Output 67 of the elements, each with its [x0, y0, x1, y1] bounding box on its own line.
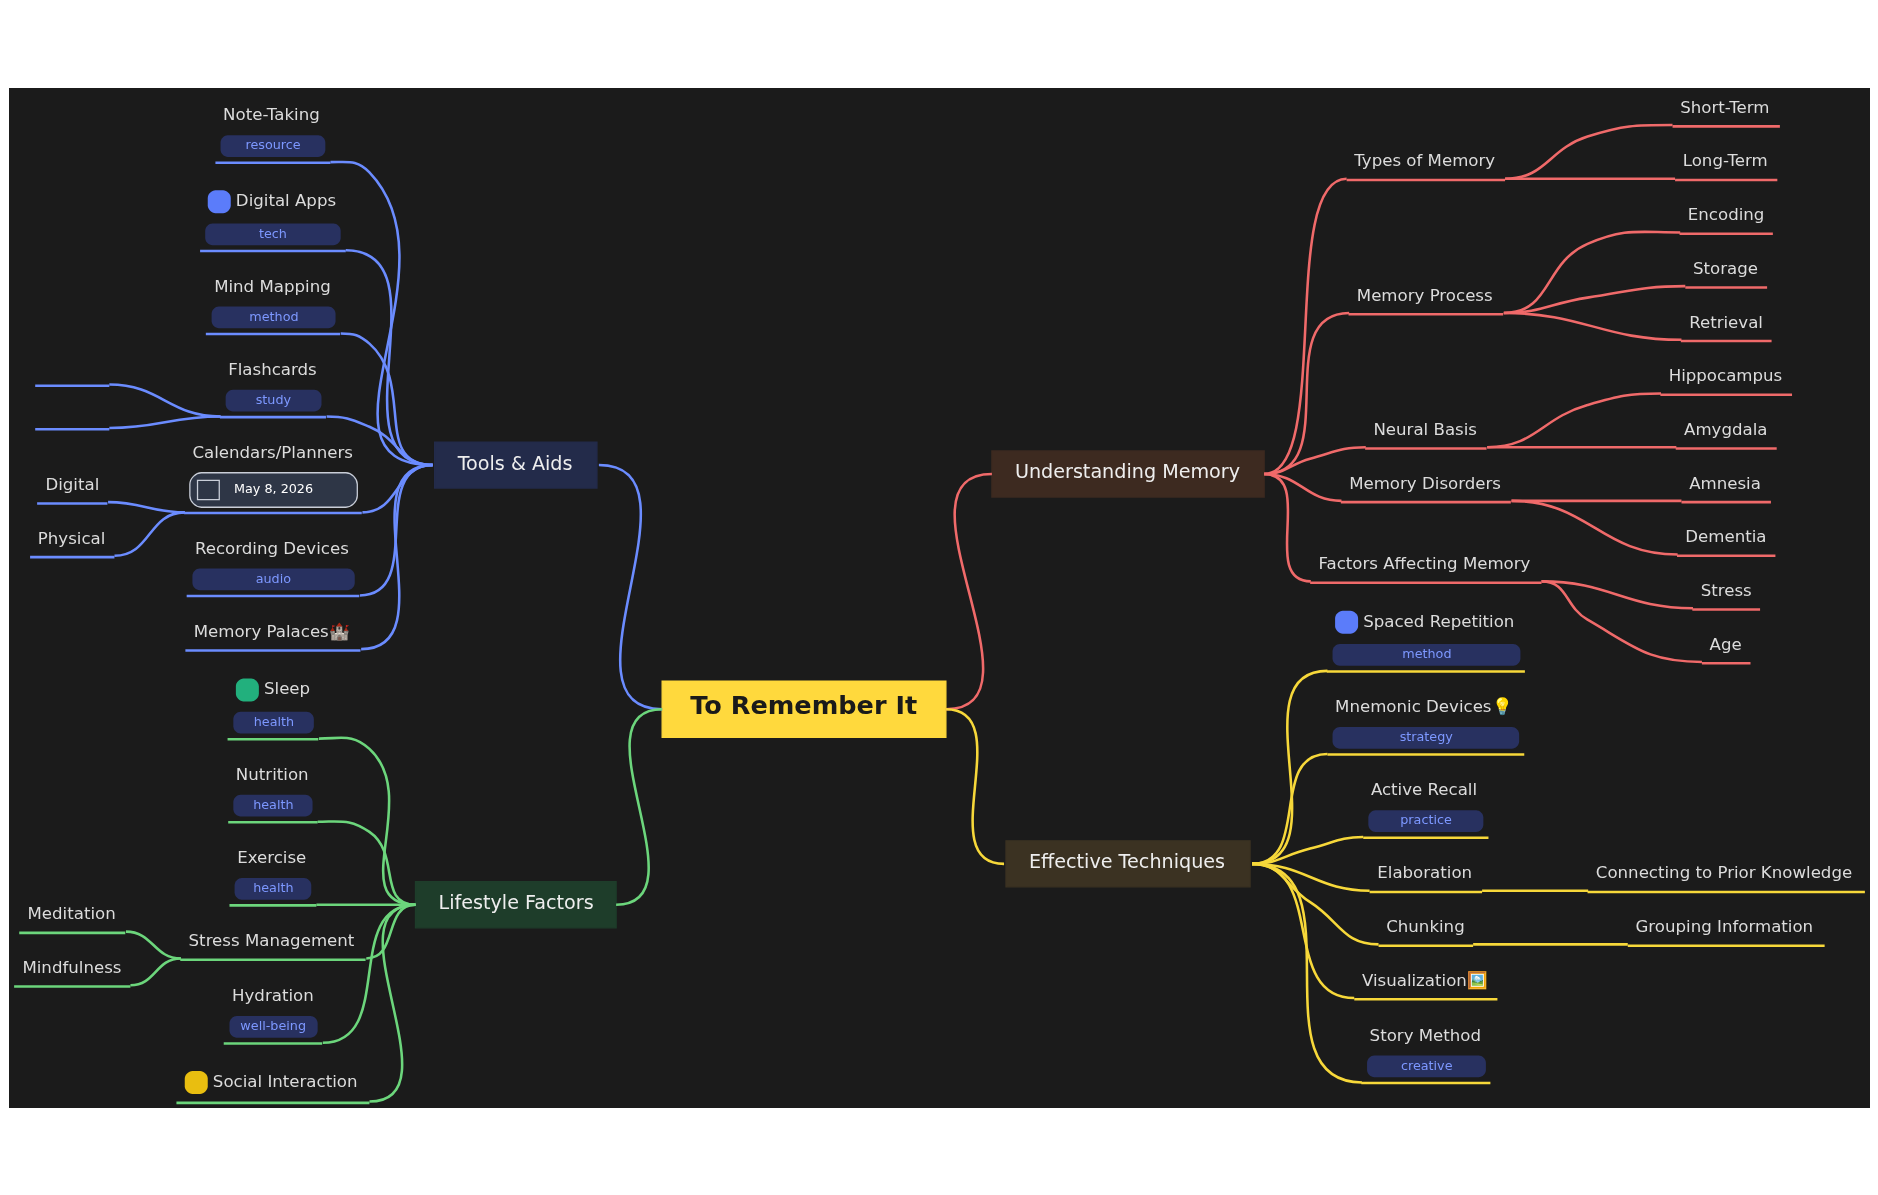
node-text: Memory Palaces🏰 — [193, 621, 350, 641]
node-text: Stress — [1700, 580, 1752, 600]
node-text: Physical — [37, 528, 105, 548]
node-text: Amygdala — [1683, 419, 1767, 439]
node-text: Storage — [1692, 258, 1758, 278]
node-text: Retrieval — [1688, 312, 1763, 332]
node-label: Mnemonic Devices💡 — [1334, 696, 1513, 716]
connector — [317, 819, 416, 906]
connector — [615, 707, 662, 906]
node-text: Short-Term — [1679, 97, 1770, 117]
connector — [113, 510, 185, 557]
node-text: Grouping Information — [1634, 916, 1813, 936]
connector — [368, 903, 416, 1103]
node-box: Tools & Aids — [433, 440, 598, 489]
connector — [361, 463, 433, 514]
connector — [1263, 472, 1311, 583]
node-label: Active Recall — [1370, 779, 1477, 799]
node-box: Lifestyle Factors — [414, 880, 617, 928]
node-label: Hydration — [231, 985, 314, 1005]
connector — [1504, 177, 1675, 180]
node-text: Long-Term — [1682, 150, 1768, 170]
node-label: Nutrition — [235, 764, 309, 784]
node-text: Digital — [44, 474, 99, 494]
connector — [1481, 888, 1588, 892]
connector — [1510, 499, 1678, 556]
node-text: Stress Management — [188, 930, 354, 950]
node-text: Chunking — [1385, 916, 1465, 936]
node-label: Flashcards — [227, 359, 317, 379]
node-label: Story Method — [1369, 1025, 1481, 1045]
node-text: Factors Affecting Memory — [1317, 553, 1530, 573]
node-label: Calendars/Planners — [191, 442, 353, 462]
connector — [129, 956, 181, 987]
node-label: Recording Devices — [194, 538, 349, 558]
node-label: Exercise — [236, 847, 306, 867]
connector — [1540, 579, 1702, 663]
node-text: Dementia — [1684, 526, 1767, 546]
node-box: Understanding Memory — [990, 449, 1265, 498]
node-text: Memory Disorders — [1348, 473, 1501, 493]
connector — [360, 463, 433, 650]
node-label: Mind Mapping — [213, 276, 331, 296]
connector — [945, 707, 1004, 865]
node-text: Elaboration — [1376, 862, 1472, 882]
node-bar — [34, 427, 109, 431]
node-text: Encoding — [1687, 204, 1764, 224]
node-text: Meditation — [27, 903, 116, 923]
connector — [1503, 311, 1681, 341]
connector — [1263, 177, 1347, 475]
node-text: Visualization🖼 — [1361, 970, 1488, 990]
node-box: Effective Techniques — [1004, 839, 1251, 887]
connector — [359, 463, 433, 597]
node-label: Note-Taking — [222, 104, 320, 124]
connector — [1472, 942, 1628, 946]
connector — [1251, 862, 1362, 1084]
connector — [315, 903, 415, 906]
connector — [108, 414, 221, 429]
node-text: Connecting to Prior Knowledge — [1595, 862, 1852, 882]
node-text: Hippocampus — [1668, 365, 1782, 385]
connector — [1486, 445, 1676, 448]
node-text: Age — [1709, 634, 1742, 654]
node-text: Amnesia — [1688, 473, 1761, 493]
node-bar — [34, 384, 109, 387]
connector — [1251, 835, 1363, 865]
node-text: Types of Memory — [1353, 150, 1495, 170]
node-text: Mindfulness — [21, 957, 121, 977]
node-text: Neural Basis — [1372, 419, 1477, 439]
node-box: To Remember It — [661, 679, 947, 738]
node-text: Memory Process — [1356, 285, 1493, 305]
